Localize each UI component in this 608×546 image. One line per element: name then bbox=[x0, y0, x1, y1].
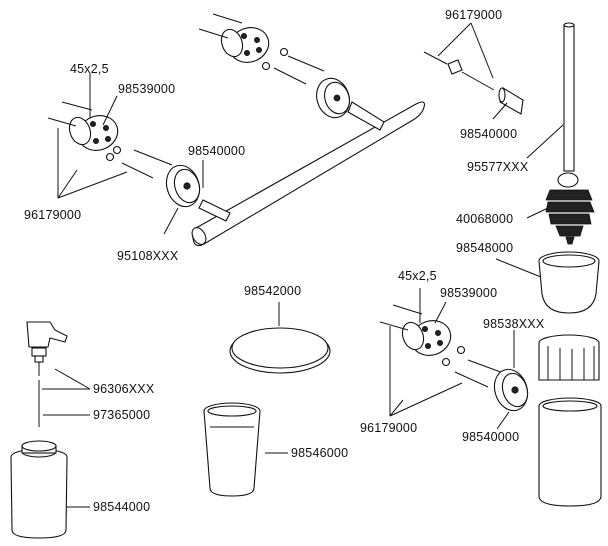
towel-bar-assembly bbox=[47, 13, 425, 247]
glass-tumbler bbox=[203, 402, 261, 497]
towel-rail bbox=[191, 101, 425, 247]
label-98546000: 98546000 bbox=[291, 446, 348, 460]
label-98538xxx: 98538XXX bbox=[483, 317, 545, 331]
top-wall-bracket bbox=[198, 13, 325, 85]
label-96179000-top: 96179000 bbox=[445, 8, 502, 22]
label-96306xxx: 96306XXX bbox=[93, 382, 155, 396]
label-98548000: 98548000 bbox=[456, 241, 513, 255]
dispenser-bottle bbox=[10, 440, 68, 539]
hook-assembly bbox=[423, 51, 524, 115]
label-98539000-right: 98539000 bbox=[440, 286, 497, 300]
brush-container bbox=[538, 397, 602, 507]
top-cover-rosette bbox=[316, 77, 350, 119]
label-40068000: 40068000 bbox=[456, 212, 513, 226]
leader-lines bbox=[42, 22, 564, 508]
label-96179000-left: 96179000 bbox=[24, 208, 81, 222]
soap-dispenser bbox=[10, 321, 68, 539]
label-95577xxx: 95577XXX bbox=[467, 160, 529, 174]
label-98544000: 98544000 bbox=[93, 500, 150, 514]
label-98540000-mid: 98540000 bbox=[188, 144, 245, 158]
glass-shelf-disc bbox=[229, 327, 331, 374]
label-97365000: 97365000 bbox=[93, 408, 150, 422]
brush-holder-ring bbox=[538, 334, 600, 381]
label-96179000-right: 96179000 bbox=[360, 421, 417, 435]
label-dimension-left: 45x2,5 bbox=[70, 62, 109, 76]
right-wall-bracket bbox=[379, 304, 529, 412]
label-98540000-top: 98540000 bbox=[460, 127, 517, 141]
toilet-brush-assembly bbox=[538, 22, 602, 507]
label-98539000-left: 98539000 bbox=[118, 82, 175, 96]
label-98540000-right: 98540000 bbox=[462, 430, 519, 444]
brush-head bbox=[545, 172, 595, 245]
left-screws bbox=[47, 101, 173, 179]
label-95108xxx: 95108XXX bbox=[117, 249, 179, 263]
part-labels: 45x2,5 98539000 96179000 98540000 95108X… bbox=[24, 8, 545, 514]
left-wall-bracket bbox=[68, 115, 119, 151]
left-cover-rosette bbox=[165, 164, 201, 208]
label-dimension-right: 45x2,5 bbox=[398, 269, 437, 283]
dispenser-pump bbox=[26, 321, 68, 376]
brush-cup bbox=[538, 251, 600, 314]
brush-handle bbox=[563, 24, 575, 172]
label-98542000: 98542000 bbox=[244, 284, 301, 298]
